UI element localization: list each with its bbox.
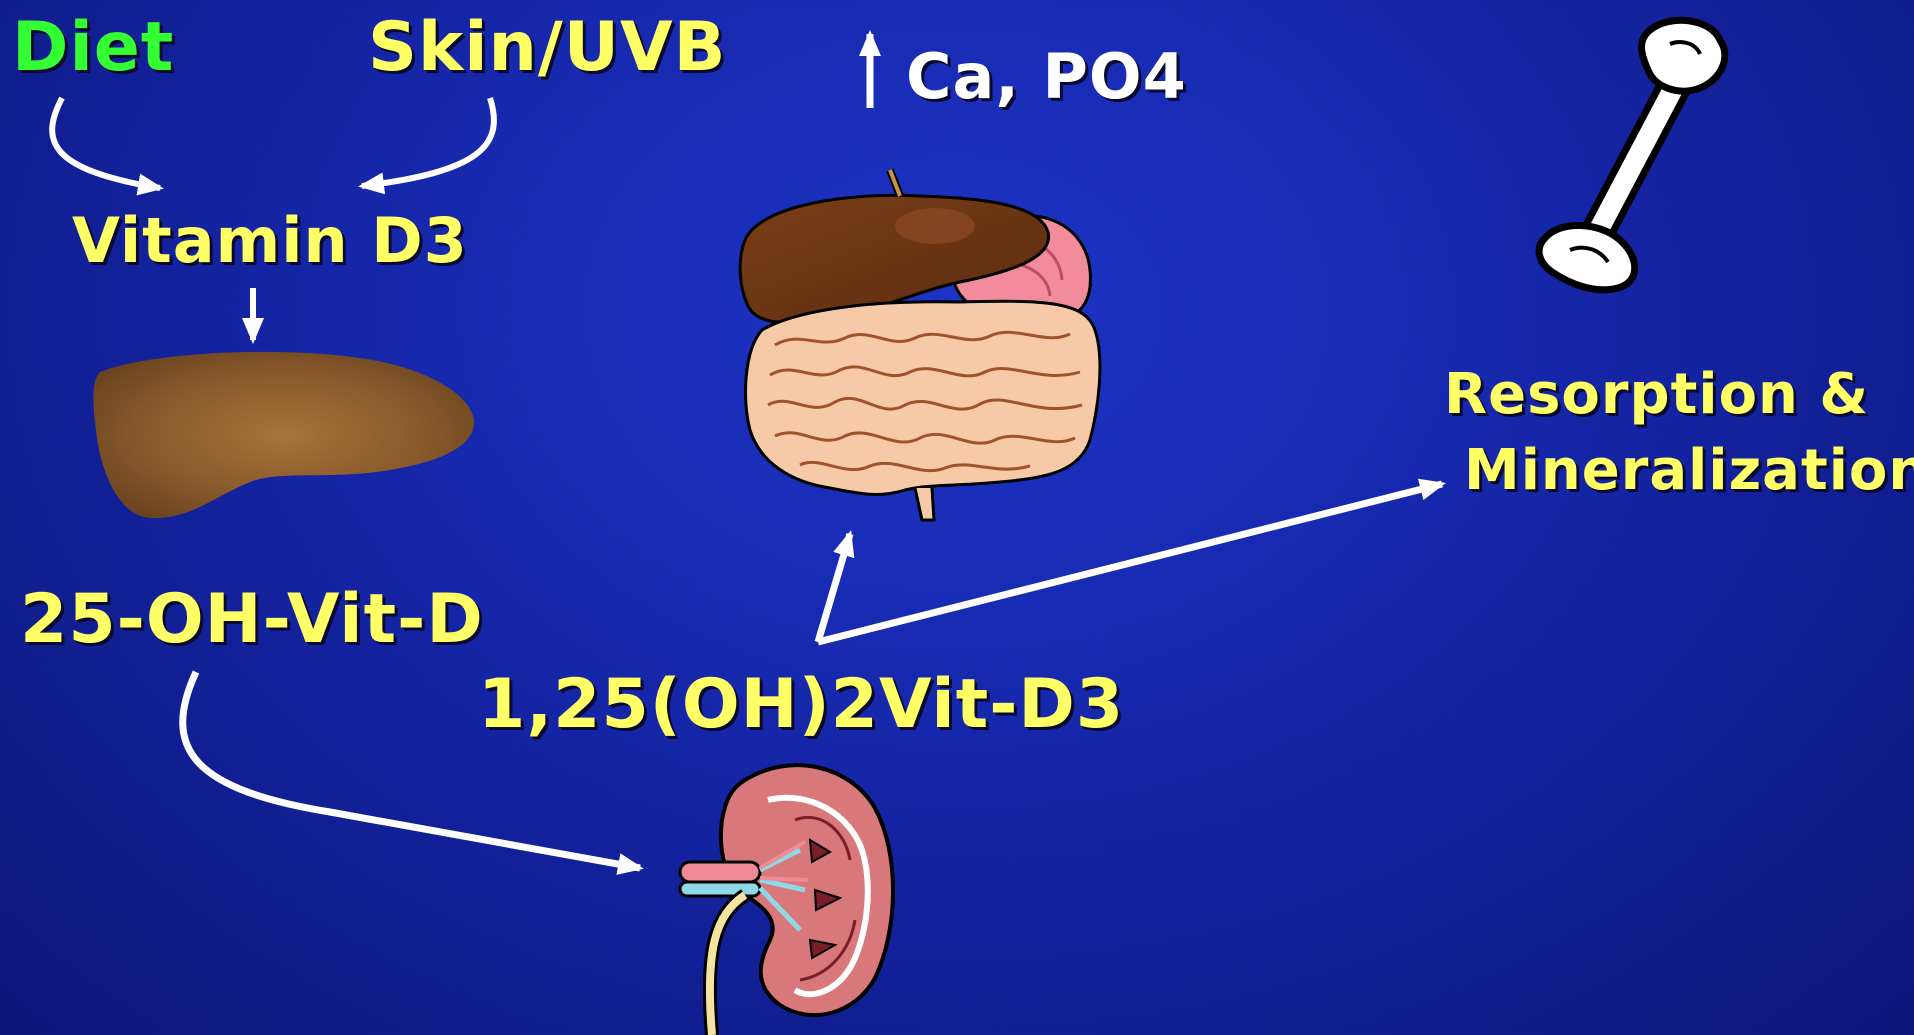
liver-icon — [93, 352, 474, 518]
ca-po4-label: Ca, PO4 — [906, 40, 1187, 113]
bone-icon — [1539, 20, 1725, 290]
dihydroxy-label: 1,25(OH)2Vit-D3 — [478, 665, 1124, 744]
resorption-label: Resorption & — [1444, 362, 1869, 427]
skin-arrow — [362, 98, 494, 186]
skin-uvb-label: Skin/UVB — [368, 8, 726, 87]
mineralization-label: Mineralization — [1464, 438, 1914, 503]
to-intestine-arrow — [818, 534, 850, 642]
vitamin-d3-label: Vitamin D3 — [72, 204, 468, 277]
hydroxy-25-label: 25-OH-Vit-D — [20, 580, 484, 659]
diet-label: Diet — [12, 8, 174, 87]
to-bone-arrow — [818, 484, 1442, 642]
digestive-tract-icon — [740, 170, 1100, 520]
diet-arrow — [52, 98, 160, 188]
kidney-icon — [680, 765, 893, 1035]
